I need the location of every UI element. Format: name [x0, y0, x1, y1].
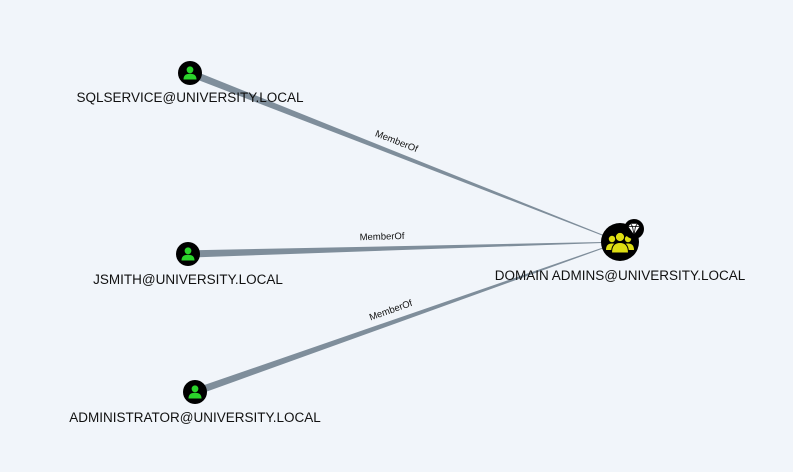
edge-line[interactable] — [187, 241, 621, 258]
node-jsmith[interactable]: JSMITH@UNIVERSITY.LOCAL — [93, 242, 283, 287]
user-icon — [188, 385, 202, 399]
node-label: ADMINISTRATOR@UNIVERSITY.LOCAL — [69, 410, 321, 425]
edge-line[interactable] — [193, 241, 621, 396]
edge-line[interactable] — [188, 69, 621, 243]
edge-administrator-domainadmins[interactable]: MemberOf — [193, 241, 621, 396]
node-domainadmins[interactable]: DOMAIN ADMINS@UNIVERSITY.LOCAL — [495, 219, 746, 283]
user-icon — [181, 247, 195, 261]
user-icon — [183, 66, 197, 80]
edge-label: MemberOf — [359, 231, 405, 243]
node-sqlservice[interactable]: SQLSERVICE@UNIVERSITY.LOCAL — [76, 61, 304, 105]
nodes-layer: SQLSERVICE@UNIVERSITY.LOCAL JSMITH@UNIVER… — [69, 61, 746, 425]
node-label: SQLSERVICE@UNIVERSITY.LOCAL — [76, 90, 304, 105]
node-label: JSMITH@UNIVERSITY.LOCAL — [93, 272, 283, 287]
edge-label: MemberOf — [373, 128, 419, 155]
node-label: DOMAIN ADMINS@UNIVERSITY.LOCAL — [495, 268, 746, 283]
edge-label: MemberOf — [368, 298, 414, 323]
edge-jsmith-domainadmins[interactable]: MemberOf — [187, 231, 621, 258]
node-administrator[interactable]: ADMINISTRATOR@UNIVERSITY.LOCAL — [69, 380, 321, 425]
group-icon — [606, 231, 634, 254]
diamond-icon — [624, 219, 644, 239]
